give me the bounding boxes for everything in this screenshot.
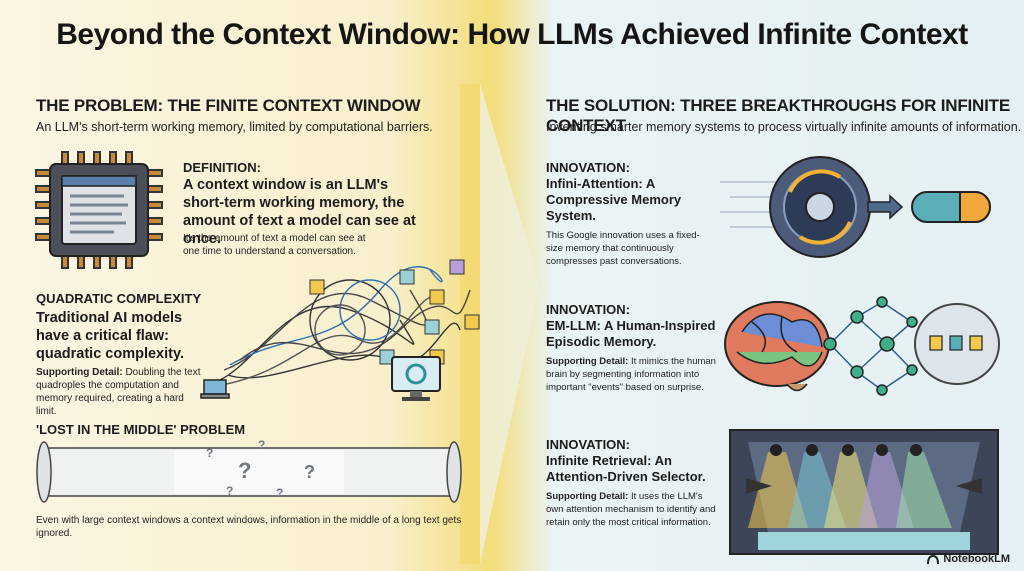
innovation-2-detail: Supporting Detail: It mimics the human b… [546, 355, 716, 394]
quadratic-detail: Supporting Detail: Doubling the text qua… [36, 366, 206, 418]
tangled-lines-icon [219, 259, 480, 386]
footer: NotebookLM [927, 553, 1010, 565]
innovation-2-detail-text: It mimics the human brain by segmenting … [546, 356, 716, 393]
innovation-2-title: EM-LLM: A Human-Inspired Episodic Memory… [546, 318, 716, 349]
innovation-3-title: Infinite Retrieval: An Attention-Driven … [546, 453, 706, 484]
innovation-1-label: INNOVATION: [546, 160, 631, 175]
page-title: Beyond the Context Window: How LLMs Achi… [56, 18, 968, 51]
footer-brand: NotebookLM [943, 553, 1010, 565]
cpu-chip-icon [35, 151, 163, 269]
laptop-icon [200, 379, 230, 399]
compression-disc-icon [720, 156, 991, 258]
innovation-3-detail: Supporting Detail: It uses the LLM's own… [546, 490, 716, 529]
quadratic-label: QUADRATIC COMPLEXITY [36, 291, 202, 306]
innovation-3-detail-label: Supporting Detail: [546, 491, 629, 502]
notebooklm-logo-icon [927, 554, 940, 565]
definition-label: DEFINITION: [183, 160, 261, 175]
question-mark-icon: ? [226, 484, 234, 498]
problem-heading: THE PROBLEM: THE FINITE CONTEXT WINDOW [36, 96, 421, 115]
computer-icon [391, 356, 441, 401]
innovation-3-label: INNOVATION: [546, 437, 631, 452]
solution-subheading: Inventing smarter memory systems to proc… [546, 120, 1022, 134]
question-mark-icon: ? [238, 458, 252, 483]
divider-arrow [460, 84, 540, 564]
quadratic-text: Traditional AI models have a critical fl… [36, 310, 184, 362]
innovation-3-detail-text: It uses the LLM's own attention mechanis… [546, 491, 716, 528]
question-mark-icon: ? [206, 446, 214, 460]
scroll-icon [36, 441, 462, 503]
innovation-2-label: INNOVATION: [546, 302, 631, 317]
quadratic-detail-text: Doubling the text quadroples the computa… [36, 367, 201, 417]
solution-heading: THE SOLUTION: THREE BREAKTHROUGHS FOR IN… [546, 96, 1010, 135]
lost-label: 'LOST IN THE MIDDLE' PROBLEM [36, 422, 246, 437]
quadratic-detail-label: Supporting Detail: [36, 367, 123, 378]
spotlight-stage-icon [729, 429, 999, 555]
lost-detail: Even with large context windows a contex… [36, 515, 462, 539]
innovation-1-title: Infini-Attention: A Compressive Memory S… [546, 176, 682, 223]
innovation-2-detail-label: Supporting Detail: [546, 356, 629, 367]
question-mark-icon: ? [276, 486, 284, 500]
question-mark-icon: ? [304, 462, 315, 482]
brain-icon [724, 296, 1000, 396]
question-mark-icon: ? [258, 438, 266, 452]
definition-detail: It's the amount of text a model can see … [183, 233, 366, 257]
definition-text: A context window is an LLM's short-term … [183, 177, 416, 247]
problem-subheading: An LLM's short-term working memory, limi… [36, 120, 433, 134]
innovation-1-detail: This Google innovation uses a fixed-size… [546, 230, 700, 267]
